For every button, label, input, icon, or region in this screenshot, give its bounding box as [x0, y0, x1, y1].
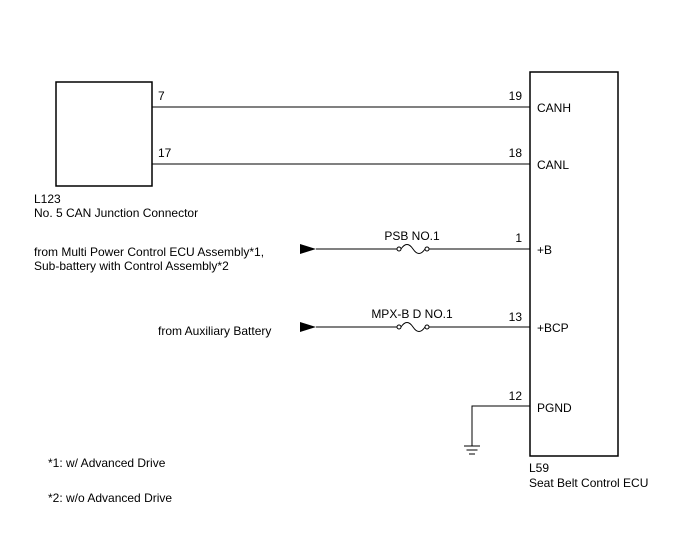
- ecu-code-label: L59: [529, 461, 549, 475]
- ecu-pin-label-canl: CANL: [537, 158, 569, 172]
- ecu-pin-label-canh: CANH: [537, 101, 571, 115]
- ecu-pin-label-pgnd: PGND: [537, 401, 572, 415]
- connector-code-label: L123: [34, 192, 61, 206]
- seat-belt-ecu-box: [529, 71, 619, 457]
- ecu-pin-number-canl: 18: [509, 146, 523, 160]
- bcp-source-arrow-icon: [300, 322, 316, 332]
- note-1: *1: w/ Advanced Drive: [48, 456, 166, 470]
- b-fuse-label: PSB NO.1: [384, 229, 440, 243]
- b-source-label-line2: Sub-battery with Control Assembly*2: [34, 259, 229, 273]
- b-fuse-terminal-left: [396, 246, 402, 252]
- bcp-fuse-terminal-right: [424, 324, 430, 330]
- ground-icon: [464, 445, 480, 455]
- connector-name-label: No. 5 CAN Junction Connector: [34, 206, 198, 220]
- ecu-pin-number-canh: 19: [509, 89, 523, 103]
- b-fuse-icon: [400, 244, 426, 254]
- bcp-fuse-terminal-left: [396, 324, 402, 330]
- ecu-name-label: Seat Belt Control ECU: [529, 476, 648, 490]
- note-2: *2: w/o Advanced Drive: [48, 491, 172, 505]
- ecu-pin-label-bcp: +BCP: [537, 321, 569, 335]
- connector-pin-7: 7: [158, 89, 165, 103]
- bcp-fuse-icon: [400, 322, 426, 332]
- ecu-pin-label-b: +B: [537, 243, 552, 257]
- b-source-label-line1: from Multi Power Control ECU Assembly*1,: [34, 245, 264, 259]
- bcp-fuse-label: MPX-B D NO.1: [371, 307, 453, 321]
- bcp-source-label: from Auxiliary Battery: [158, 324, 271, 338]
- b-source-arrow-icon: [300, 244, 316, 254]
- ecu-pin-number-pgnd: 12: [509, 389, 523, 403]
- b-fuse-terminal-right: [424, 246, 430, 252]
- can-junction-connector-box: [55, 81, 153, 187]
- pgnd-wire: [471, 405, 530, 446]
- connector-pin-17: 17: [158, 146, 172, 160]
- ecu-pin-number-b: 1: [515, 231, 522, 245]
- ecu-pin-number-bcp: 13: [509, 310, 523, 324]
